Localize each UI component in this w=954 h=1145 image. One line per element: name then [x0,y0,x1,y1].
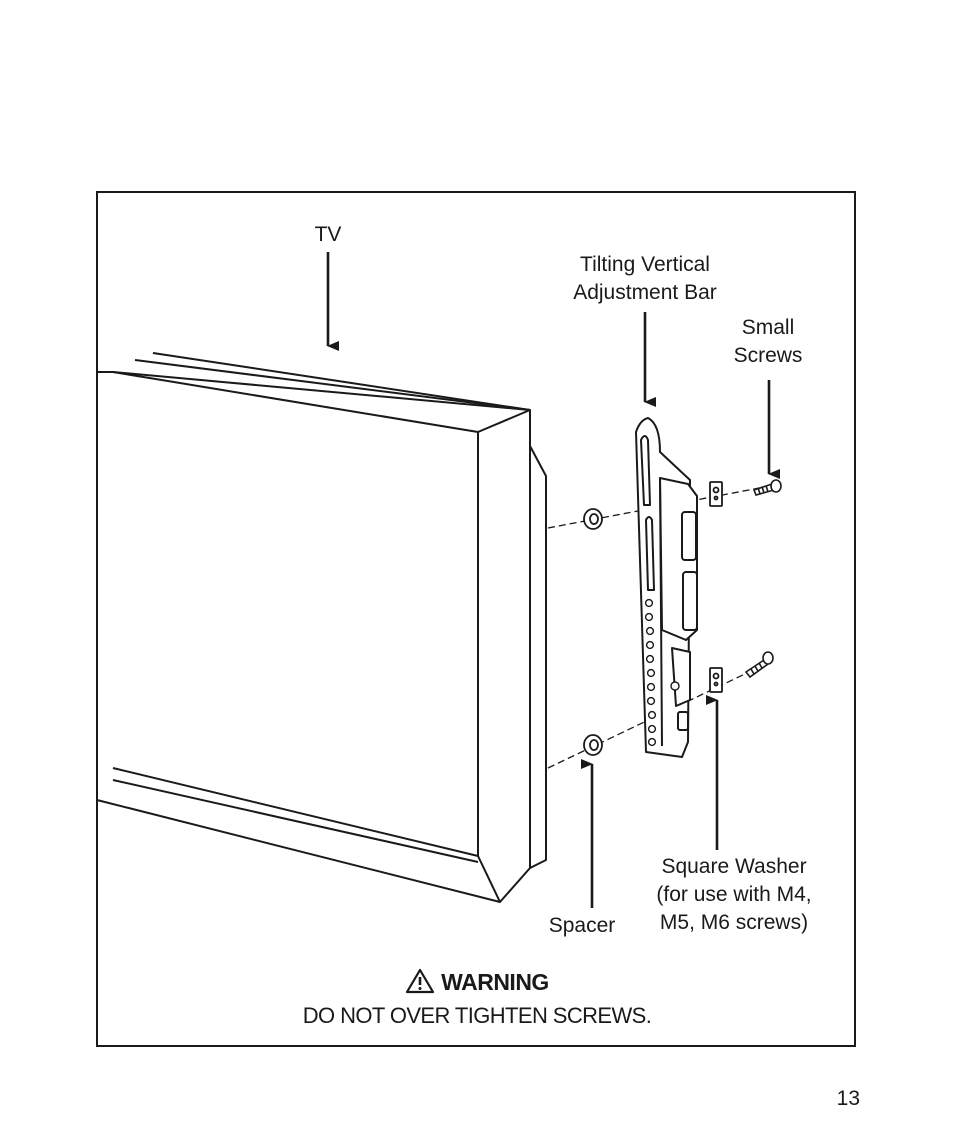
page-number: 13 [836,1087,860,1110]
warning-heading: WARNING [300,966,654,1002]
square-washer-label-line3: M5, M6 screws) [659,911,809,934]
callout-arrows [326,252,780,908]
adjustment-bar-label-line2: Adjustment Bar [573,281,717,304]
square-washer-illustration [709,481,723,693]
adjustment-bar-label: Tilting Vertical Adjustment Bar [545,251,745,307]
warning-title: WARNING [441,969,549,995]
small-screw-illustration [744,479,782,679]
spacer-label: Spacer [548,914,616,937]
square-washer-label-line1: Square Washer [661,855,807,878]
small-screws-label-line1: Small [741,316,795,339]
warning-triangle-icon [405,968,435,1002]
small-screws-label-line2: Screws [733,344,803,367]
tv-illustration [96,352,547,903]
adjustment-bar-label-line1: Tilting Vertical [580,253,710,276]
small-screws-label: Small Screws [718,314,818,370]
square-washer-label-line2: (for use with M4, [656,883,812,906]
adjustment-bar-illustration [635,417,698,758]
square-washer-label: Square Washer (for use with M4, M5, M6 s… [632,853,836,937]
adjustment-bar-holes [644,598,680,747]
diagram-frame [96,191,856,1047]
warning-text: DO NOT OVER TIGHTEN SCREWS. [302,1003,652,1028]
spacer-illustration [583,508,603,756]
tv-label: TV [314,223,342,246]
